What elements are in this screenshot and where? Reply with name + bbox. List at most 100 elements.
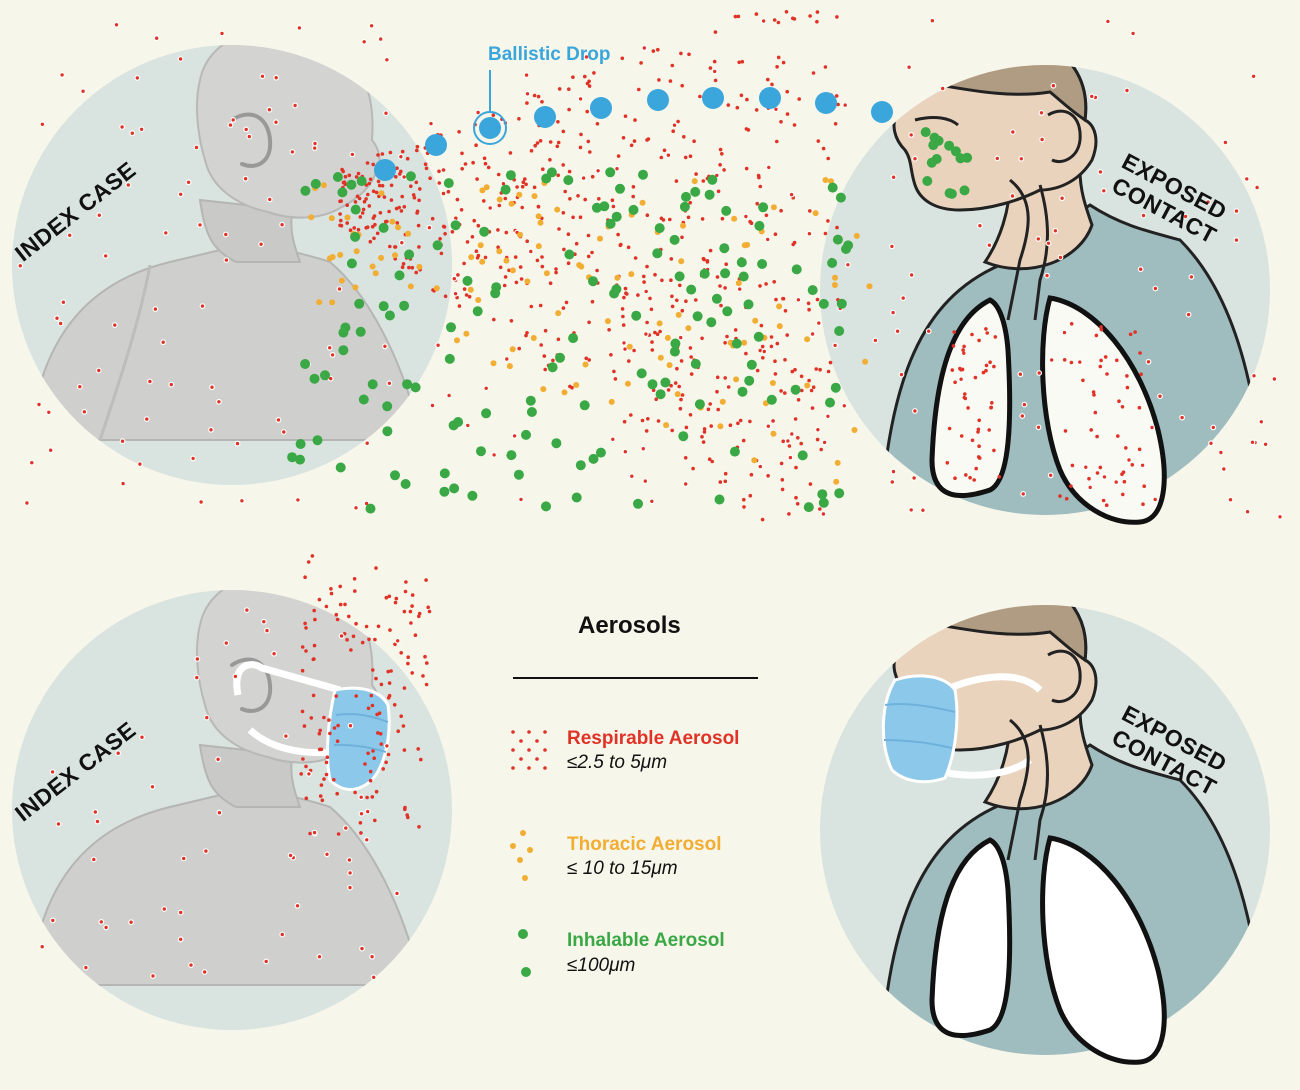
respirable-particle bbox=[988, 360, 992, 365]
respirable-particle bbox=[338, 584, 343, 589]
thoracic-particle bbox=[517, 231, 523, 238]
respirable-particle bbox=[149, 783, 156, 790]
inhalable-particle bbox=[737, 386, 748, 397]
inhalable-particle bbox=[834, 488, 845, 499]
ballistic-drop bbox=[647, 89, 669, 111]
respirable-particle bbox=[94, 818, 101, 825]
respirable-particle bbox=[648, 296, 652, 301]
respirable-particle bbox=[579, 132, 583, 137]
thoracic-particle bbox=[561, 389, 568, 396]
respirable-particle bbox=[358, 215, 363, 219]
respirable-particle bbox=[199, 303, 206, 310]
respirable-particle bbox=[342, 825, 349, 831]
respirable-particle bbox=[318, 794, 323, 798]
respirable-particle bbox=[610, 198, 615, 202]
respirable-particle bbox=[1120, 405, 1125, 409]
respirable-particle bbox=[968, 475, 972, 480]
respirable-particle bbox=[1121, 470, 1126, 475]
respirable-particle bbox=[243, 607, 250, 613]
respirable-particle bbox=[738, 418, 743, 423]
inhalable-particle bbox=[390, 470, 400, 481]
respirable-particle bbox=[417, 611, 422, 616]
respirable-particle bbox=[791, 16, 795, 21]
respirable-particle bbox=[985, 331, 989, 335]
respirable-particle bbox=[673, 381, 678, 385]
respirable-particle bbox=[462, 287, 467, 291]
respirable-particle bbox=[543, 367, 547, 372]
respirable-particle bbox=[792, 240, 797, 245]
inhalable-particle bbox=[714, 494, 725, 505]
respirable-particle bbox=[437, 181, 442, 185]
respirable-particle bbox=[787, 512, 791, 516]
respirable-particle bbox=[587, 84, 592, 88]
respirable-particle bbox=[1069, 322, 1074, 326]
respirable-particle bbox=[1048, 357, 1055, 363]
respirable-particle bbox=[219, 30, 225, 37]
respirable-particle bbox=[345, 221, 350, 225]
respirable-particle bbox=[1233, 208, 1240, 215]
respirable-particle bbox=[654, 397, 658, 402]
respirable-particle bbox=[347, 614, 351, 619]
legend-respirable-dot bbox=[543, 766, 547, 770]
respirable-particle bbox=[57, 320, 64, 327]
respirable-particle bbox=[368, 22, 375, 29]
respirable-particle bbox=[1130, 30, 1136, 37]
respirable-particle bbox=[1182, 213, 1189, 220]
thoracic-particle bbox=[717, 423, 724, 430]
respirable-particle bbox=[706, 407, 711, 412]
inhalable-particle bbox=[834, 326, 845, 336]
thoracic-particle bbox=[628, 271, 635, 278]
respirable-particle bbox=[722, 168, 726, 172]
legend-thoracic-dot bbox=[527, 847, 533, 853]
respirable-particle bbox=[1105, 372, 1109, 376]
legend-respirable-dot bbox=[527, 730, 531, 734]
inhalable-particle bbox=[722, 306, 733, 317]
inhalable-particle bbox=[547, 362, 558, 373]
respirable-particle bbox=[715, 389, 719, 394]
respirable-particle bbox=[668, 217, 672, 222]
respirable-particle bbox=[223, 640, 230, 646]
respirable-particle bbox=[739, 93, 744, 98]
respirable-particle bbox=[349, 151, 356, 158]
inhalable-particle bbox=[564, 249, 575, 260]
respirable-particle bbox=[708, 248, 713, 253]
respirable-particle bbox=[720, 152, 724, 156]
respirable-particle bbox=[483, 255, 488, 260]
respirable-particle bbox=[953, 380, 957, 385]
respirable-particle bbox=[324, 760, 329, 765]
inhalable-particle bbox=[588, 453, 599, 464]
respirable-particle bbox=[398, 153, 404, 160]
respirable-particle bbox=[417, 825, 421, 829]
respirable-particle bbox=[650, 348, 655, 352]
respirable-particle bbox=[319, 783, 324, 787]
respirable-particle bbox=[761, 356, 765, 360]
respirable-particle bbox=[496, 245, 500, 249]
respirable-particle bbox=[677, 334, 684, 341]
respirable-particle bbox=[424, 682, 429, 687]
respirable-particle bbox=[765, 423, 772, 430]
respirable-particle bbox=[1044, 272, 1050, 279]
respirable-particle bbox=[1243, 175, 1250, 182]
respirable-particle bbox=[188, 962, 194, 968]
thoracic-particle bbox=[463, 330, 470, 337]
thoracic-particle bbox=[537, 219, 544, 226]
respirable-particle bbox=[728, 423, 733, 428]
inhalable-particle bbox=[356, 176, 367, 187]
respirable-particle bbox=[571, 215, 575, 220]
respirable-particle bbox=[384, 760, 388, 765]
respirable-particle bbox=[232, 673, 239, 680]
respirable-particle bbox=[243, 126, 250, 133]
respirable-particle bbox=[787, 444, 792, 448]
respirable-particle bbox=[208, 426, 214, 433]
inhalable-particle bbox=[563, 175, 574, 186]
inhalable-particle bbox=[575, 460, 586, 471]
respirable-particle bbox=[115, 750, 122, 757]
respirable-particle bbox=[1017, 371, 1024, 378]
respirable-particle bbox=[527, 248, 534, 255]
legend-thoracic-name: Thoracic Aerosol bbox=[567, 834, 722, 855]
respirable-particle bbox=[723, 376, 727, 380]
inhalable-particle bbox=[660, 377, 671, 388]
respirable-particle bbox=[826, 156, 830, 161]
respirable-particle bbox=[234, 440, 241, 447]
respirable-particle bbox=[336, 832, 341, 836]
